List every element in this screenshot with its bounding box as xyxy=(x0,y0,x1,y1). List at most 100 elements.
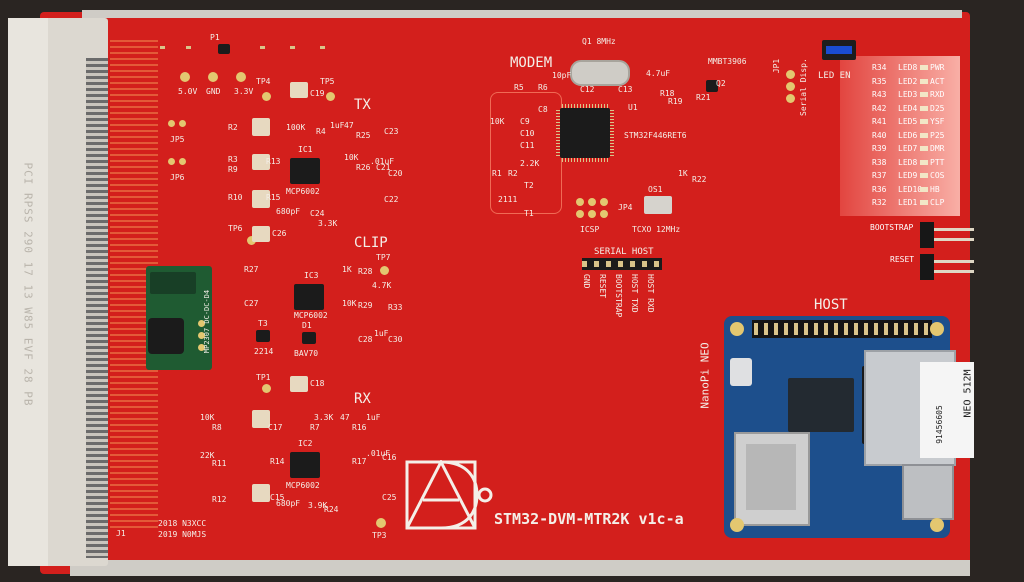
rx-r12: R12 xyxy=(212,495,227,504)
credit-2: 2019 N0MJS xyxy=(158,530,207,539)
led-smd xyxy=(920,132,928,138)
modem-c10: C10 xyxy=(520,129,535,138)
serial-pin-reset: RESET xyxy=(598,274,607,299)
neo-sticker-text: NEO 512M xyxy=(962,369,974,418)
modem-r5: R5 xyxy=(514,83,524,92)
modem-c11: C11 xyxy=(520,141,535,150)
led-name: LED3 xyxy=(898,90,918,99)
mounting-bracket-top xyxy=(82,10,962,18)
section-modem: MODEM xyxy=(510,55,553,71)
tx-c22: C22 xyxy=(384,195,399,204)
led-ref: R41 xyxy=(872,117,887,126)
led-en-jumper[interactable] xyxy=(822,40,856,60)
c18-cap xyxy=(290,376,308,392)
led-smd xyxy=(920,173,928,178)
clip-4k7: 4.7K xyxy=(372,281,392,290)
tcxo-osc xyxy=(644,196,672,214)
tx-100k: 100K xyxy=(286,123,306,132)
rx-c16: C16 xyxy=(382,453,397,462)
modem-r2: R2 xyxy=(508,169,518,178)
mcu-ref: U1 xyxy=(628,103,638,112)
ic3-chip xyxy=(294,284,324,310)
modem-r22: R22 xyxy=(692,175,707,184)
serial-disp-label: Serial Disp. xyxy=(799,58,808,116)
modem-t2: T2 xyxy=(524,181,534,190)
tp7-pad xyxy=(380,266,389,275)
clip-c28: C28 xyxy=(358,335,373,344)
led-ref: R35 xyxy=(872,76,887,86)
led-smd xyxy=(920,105,928,111)
supply-pads xyxy=(178,70,258,82)
q2-chip xyxy=(706,80,718,92)
clip-10k: 10K xyxy=(342,299,357,308)
mounting-bracket xyxy=(70,560,970,576)
rx-caps xyxy=(252,410,272,510)
tx-1uf: 1uF xyxy=(330,121,345,130)
clip-c27: C27 xyxy=(244,299,259,308)
supply-3v3: 3.3V xyxy=(234,87,254,96)
tp3-pad xyxy=(376,518,386,528)
serial-host-pins: GND RESET BOOTSTRAP HOST TXD HOST RXD xyxy=(580,274,670,334)
usb-a-port xyxy=(902,464,954,520)
led-smd xyxy=(920,186,928,192)
led-name: LED8 xyxy=(898,63,918,72)
tx-10k: 10K xyxy=(344,153,359,162)
mount-hole-bl xyxy=(730,518,744,532)
section-clip: CLIP xyxy=(354,235,388,251)
tx-r13: R13 xyxy=(266,157,281,166)
tx-c23: C23 xyxy=(384,127,399,136)
rx-680pf: 680pF xyxy=(276,499,301,508)
serial-host-header[interactable] xyxy=(582,258,662,270)
led-name: LED4 xyxy=(898,103,918,113)
tx-r3: R3 xyxy=(228,155,238,164)
led-function: DMR xyxy=(930,144,945,153)
tx-c26: C26 xyxy=(272,229,287,238)
led-smd xyxy=(920,159,928,165)
modem-r6: R6 xyxy=(538,83,548,92)
led-name: LED1 xyxy=(898,198,918,207)
led-function: D25 xyxy=(930,103,945,113)
crystal-label: Q1 8MHz xyxy=(582,37,616,46)
led-name: LED6 xyxy=(898,130,918,140)
crystal-q1 xyxy=(570,60,630,86)
serial-disp-header xyxy=(786,70,796,106)
tx-c21: C21 xyxy=(376,163,391,172)
clip-values: R27 R28 R29 R33 1K 10K 1uF C27 C28 C30 4… xyxy=(230,260,410,360)
icsp-header xyxy=(574,196,612,222)
rx-47: 47 xyxy=(340,413,350,422)
rx-c15: C15 xyxy=(270,493,285,502)
tx-c20: C20 xyxy=(388,169,403,178)
tp6-pad xyxy=(247,236,256,245)
reset-header[interactable] xyxy=(920,254,974,280)
c26-cap xyxy=(252,226,270,242)
led-ref: R37 xyxy=(872,171,887,180)
reset-label: RESET xyxy=(890,255,915,264)
modem-c12: C12 xyxy=(580,85,595,94)
tx-r10: R10 xyxy=(228,193,243,202)
t3-part: 2214 xyxy=(254,347,274,356)
tp5-label: TP5 xyxy=(320,77,335,86)
supply-gnd: GND xyxy=(206,87,221,96)
led-ref: R42 xyxy=(872,103,887,113)
rx-r8: R8 xyxy=(212,423,222,432)
serial-pin-gnd: GND xyxy=(582,274,591,289)
soc-chip xyxy=(788,378,854,432)
tx-c19: C19 xyxy=(310,89,325,98)
rx-r17: R17 xyxy=(352,457,367,466)
mount-hole-tl xyxy=(730,322,744,336)
rx-3k3: 3.3K xyxy=(314,413,334,422)
tp6-label: TP6 xyxy=(228,224,243,233)
rx-3k9: 3.9K xyxy=(308,501,328,510)
transistor-label: MMBT3906 xyxy=(708,57,747,66)
bootstrap-header[interactable] xyxy=(920,222,974,248)
led-name: LED9 xyxy=(898,171,918,180)
nand-gate-logo xyxy=(405,460,493,530)
rx-01uf: .01uF xyxy=(366,449,391,458)
led-ref: R43 xyxy=(872,90,887,99)
led-function: ACT xyxy=(930,76,945,86)
clip-r27: R27 xyxy=(244,265,259,274)
